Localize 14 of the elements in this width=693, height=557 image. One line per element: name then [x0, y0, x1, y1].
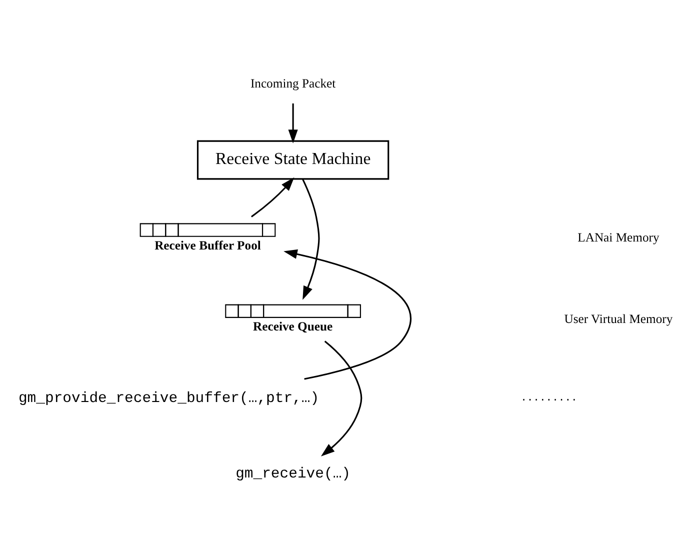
node-label: Receive Buffer Pool [154, 238, 261, 252]
node-text: gm_provide_receive_buffer(…,ptr,…) [18, 390, 320, 406]
arrow [284, 248, 412, 380]
arrow [320, 340, 362, 456]
arrow [302, 178, 320, 300]
node-box: Receive State Machine [196, 140, 390, 180]
arrow [250, 176, 294, 217]
label: LANai Memory [578, 230, 660, 244]
node-text: Incoming Packet [250, 76, 336, 90]
arrow [288, 102, 298, 143]
label: User Virtual Memory [564, 311, 673, 326]
node-text: gm_receive(…) [236, 466, 351, 482]
label: ......... [520, 392, 578, 404]
node-label: Receive Queue [253, 319, 333, 334]
